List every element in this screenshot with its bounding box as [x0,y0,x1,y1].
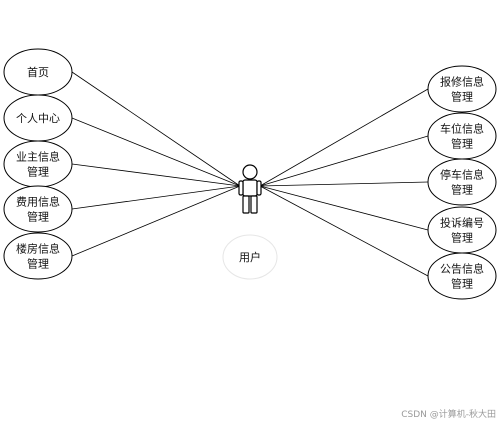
use-case-label: 管理 [27,257,49,271]
association-left-1 [71,117,241,187]
use-case-label: 个人中心 [16,112,60,125]
use-case-ellipse [427,158,497,206]
use-case-label: 投诉编号 [440,216,484,230]
use-case-label: 报修信息 [440,75,484,89]
actor-body [242,179,258,197]
association-left-2 [71,163,241,187]
use-case-left-1: 个人中心 [3,94,73,142]
use-case-label: 停车信息 [440,168,484,182]
actor-label-bubble [222,234,278,280]
actor-leg-right [250,195,258,214]
use-case-label: 管理 [451,183,473,197]
association-left-3 [71,185,241,210]
use-cases: 首页个人中心业主信息管理费用信息管理楼房信息管理报修信息管理车位信息管理停车信息… [3,48,497,300]
use-case-label: 楼房信息 [16,242,60,256]
use-case-label: 首页 [27,65,49,79]
association-right-0 [259,88,429,187]
association-right-4 [259,185,429,277]
use-case-label: 管理 [27,165,49,179]
use-case-ellipse [427,252,497,300]
association-right-2 [259,181,429,187]
association-left-0 [71,71,241,187]
use-case-label: 管理 [451,90,473,104]
association-right-1 [259,135,429,187]
use-case-label: 业主信息 [16,150,60,164]
watermark: CSDN @计算机-秋大田 [401,408,496,420]
actor-head [242,164,258,180]
use-case-ellipse [3,185,73,233]
association-right-3 [259,185,429,231]
use-case-label: 公告信息 [440,262,484,276]
use-case-label: 管理 [451,231,473,245]
use-case-left-0: 首页 [3,48,73,96]
use-case-label: 管理 [451,137,473,151]
use-case-label: 管理 [27,210,49,224]
association-left-4 [71,185,241,257]
association-lines [71,71,429,277]
use-case-ellipse [3,232,73,280]
use-case-ellipse [3,140,73,188]
use-case-label: 费用信息 [16,195,60,209]
actor-arm-right [256,180,262,196]
actor-leg-left [242,195,250,214]
use-case-label: 管理 [451,277,473,291]
use-case-ellipse [427,65,497,113]
use-case-ellipse [427,112,497,160]
actor-label: 用户 [239,250,261,264]
use-case-ellipse [427,206,497,254]
actor-arm-left [238,180,244,196]
actor-user [238,164,262,214]
use-case-label: 车位信息 [440,122,484,136]
